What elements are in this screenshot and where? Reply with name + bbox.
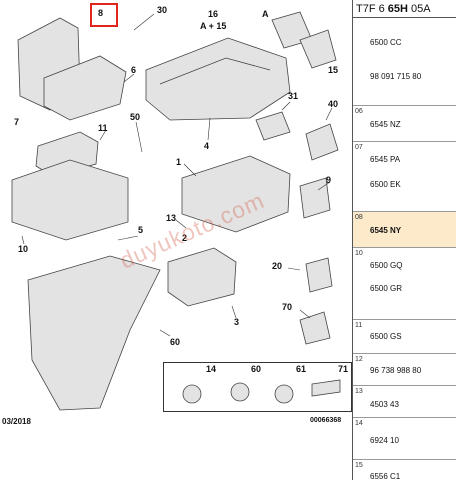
callout-A[interactable]: A xyxy=(262,9,269,19)
part-ref: 6500 GQ xyxy=(370,261,403,270)
callout-60[interactable]: 60 xyxy=(170,337,181,347)
part-ref: 6545 NZ xyxy=(370,120,401,129)
fasteners-box xyxy=(163,362,352,412)
table-row[interactable]: 15 6556 C1 xyxy=(353,460,456,481)
row-number: 06 xyxy=(355,108,363,115)
callout-4[interactable]: 4 xyxy=(204,141,210,151)
callout-30[interactable]: 30 xyxy=(157,5,168,15)
callout-70[interactable]: 70 xyxy=(282,302,293,312)
callout-9[interactable]: 9 xyxy=(326,175,332,185)
row-number: 15 xyxy=(355,462,363,469)
print-date: 03/2018 xyxy=(2,417,31,426)
callout-31[interactable]: 31 xyxy=(288,91,299,101)
row-number: 13 xyxy=(355,388,363,395)
part-ref: 6556 C1 xyxy=(370,472,401,481)
callout-10[interactable]: 10 xyxy=(18,244,29,254)
code-bold: 65H xyxy=(387,3,408,15)
parts-diagram: 8 30 16 A + 15 A 15 6 7 4 31 40 11 50 1 … xyxy=(2,3,352,426)
callout-13[interactable]: 13 xyxy=(166,213,177,223)
row-number: 14 xyxy=(355,420,363,427)
row-number: 11 xyxy=(355,322,363,329)
callout-3[interactable]: 3 xyxy=(234,317,240,327)
table-row[interactable]: 14 6924 10 xyxy=(353,418,456,460)
callout-40[interactable]: 40 xyxy=(328,99,339,109)
callout-16-sub: A + 15 xyxy=(200,21,227,31)
highlight-frame xyxy=(90,3,118,27)
callout-15[interactable]: 15 xyxy=(328,65,339,75)
table-row[interactable]: 06 6545 NZ xyxy=(353,106,456,142)
part-ref: 4503 43 xyxy=(370,400,399,409)
drawing-ref: 00066368 xyxy=(310,417,342,424)
callout-5[interactable]: 5 xyxy=(138,225,144,235)
callout-7[interactable]: 7 xyxy=(14,117,20,127)
panel-header: T7F 6 65H 05A xyxy=(353,0,456,18)
table-row[interactable]: 11 6500 GS xyxy=(353,320,456,354)
table-row[interactable]: 6500 CC 98 091 715 80 xyxy=(353,18,456,106)
row-number: 10 xyxy=(355,250,363,257)
table-row[interactable]: 12 96 738 988 80 xyxy=(353,354,456,386)
part-ref: 6500 EK xyxy=(370,180,401,189)
code-prefix: T7F 6 xyxy=(356,3,385,15)
exploded-view-drawing xyxy=(11,11,341,411)
callout-1[interactable]: 1 xyxy=(176,157,182,167)
callout-20[interactable]: 20 xyxy=(272,261,283,271)
part-ref: 98 091 715 80 xyxy=(370,72,422,81)
row-number: 08 xyxy=(355,214,363,221)
part-ref: 96 738 988 80 xyxy=(370,366,422,375)
part-ref: 6500 CC xyxy=(370,38,402,47)
part-ref: 6500 GR xyxy=(370,284,403,293)
code-suffix: 05A xyxy=(411,3,431,15)
callout-11[interactable]: 11 xyxy=(98,123,108,133)
table-row[interactable]: 10 6500 GQ 6500 GR xyxy=(353,248,456,320)
callout-61[interactable]: 61 xyxy=(296,364,307,374)
callout-2[interactable]: 2 xyxy=(182,233,188,243)
table-row[interactable]: 13 4503 43 xyxy=(353,386,456,418)
part-ref: 6500 GS xyxy=(370,332,402,341)
callout-8[interactable]: 8 xyxy=(98,8,104,18)
part-ref: 6545 PA xyxy=(370,155,401,164)
part-ref: 6924 10 xyxy=(370,436,399,445)
row-number: 07 xyxy=(355,144,363,151)
callout-50[interactable]: 50 xyxy=(130,112,141,122)
callout-60b[interactable]: 60 xyxy=(251,364,262,374)
row-number: 12 xyxy=(355,356,363,363)
callout-16[interactable]: 16 xyxy=(208,9,219,19)
table-row[interactable]: 07 6545 PA 6500 EK xyxy=(353,142,456,212)
part-ref: 6545 NY xyxy=(370,226,402,235)
callout-14[interactable]: 14 xyxy=(206,364,217,374)
callout-6[interactable]: 6 xyxy=(131,65,137,75)
callout-71[interactable]: 71 xyxy=(338,364,349,374)
table-row-selected[interactable]: 08 6545 NY xyxy=(353,212,456,248)
parts-reference-panel: T7F 6 65H 05A 6500 CC 98 091 715 80 06 6… xyxy=(352,0,456,481)
